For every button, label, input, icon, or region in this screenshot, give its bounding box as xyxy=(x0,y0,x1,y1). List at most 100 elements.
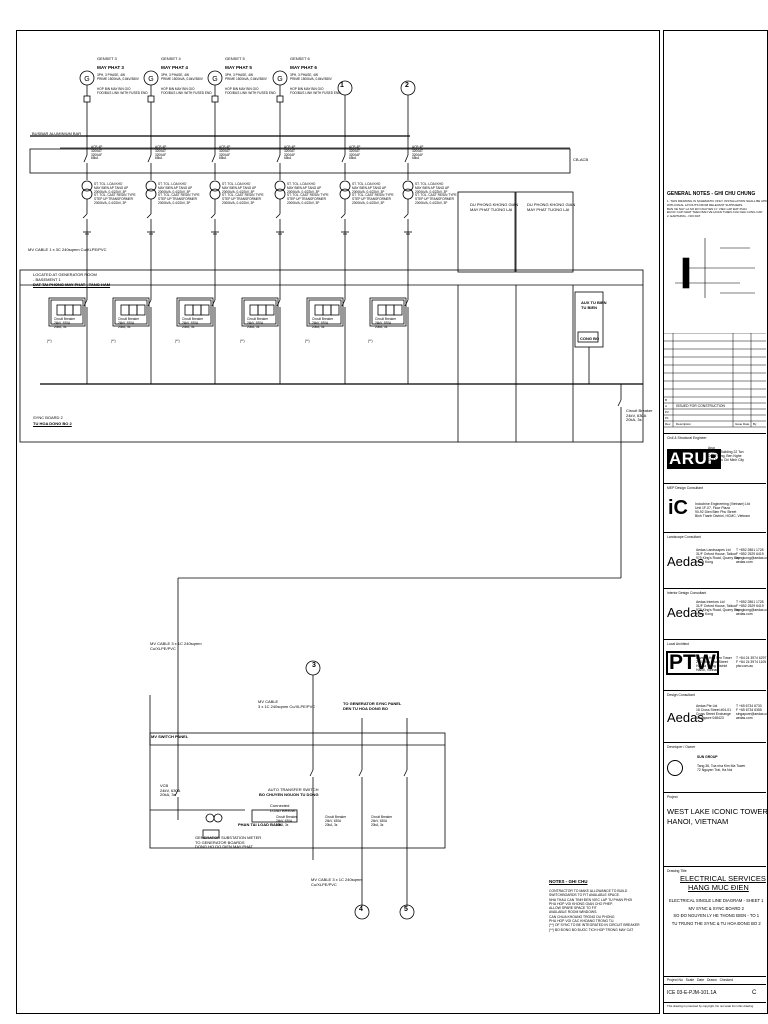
genset-hop: HOP BIN MAY BIN GIO FOO/BUS LINK WITH FU… xyxy=(161,87,212,95)
divider-11 xyxy=(664,984,766,985)
revision-header-by: By xyxy=(753,422,757,426)
transformer-rating: ST. TOL. LOAI KHO MAY BIEN AP TANG AP 20… xyxy=(222,182,264,205)
generator-symbol: G xyxy=(212,76,217,83)
genset-name: MAY PHAT 6 xyxy=(290,65,317,70)
transformer-rating: ST. TOL. LOAI KHO MAY BIEN AP TANG AP 20… xyxy=(287,182,329,205)
aux-box-inner: CONG BO xyxy=(580,336,600,341)
ptw-address: Level 5, Hoa Sen Tower 203 Minh Khai Str… xyxy=(696,656,732,672)
aedas-contact-1: T +852 2861 1728 F +852 2529 6419 hongko… xyxy=(736,548,768,564)
bubble-1: 1 xyxy=(340,82,344,89)
revision-row-id: P1 xyxy=(665,416,669,420)
revision-header-rev: Rev xyxy=(665,422,671,426)
genset-spec: 3PH, 3 PHASE, 4W PRIME 1500kVA, 0.8kV/38… xyxy=(97,73,139,81)
sync-board-label-vi: TU HOA DONG BO 2 xyxy=(33,421,72,426)
divider-2 xyxy=(664,483,766,484)
bubble-3: 3 xyxy=(312,662,316,669)
interior-label: Interior Design Consultant xyxy=(667,591,707,595)
divider-9 xyxy=(664,866,766,867)
divider-1 xyxy=(664,433,766,434)
drawing-title-2: HANG MUC ĐIEN xyxy=(688,883,749,892)
transformer-rating: ST. TOL. LOAI KHO MAY BIEN AP TANG AP 20… xyxy=(415,182,457,205)
divider-4 xyxy=(664,588,766,589)
cb-unit-rating: Circuit Breaker 24kV, 630A 20kA, 3s xyxy=(375,317,397,329)
cb-unit-star: (**) xyxy=(368,339,373,343)
drawing-footer: This drawing is protected by copyright. … xyxy=(667,1004,754,1008)
genset-hop: HOP BIN MAY BIN GIO FOO/BUS LINK WITH FU… xyxy=(225,87,276,95)
landscape-label: Landscape Consultant xyxy=(667,535,701,539)
drawing-meta: Project No Scale Date Drawn Checked xyxy=(667,978,733,982)
generator-symbol: G xyxy=(84,76,89,83)
sun-address: Tang 36, Toa nha Kim Ma Tower 72 Nguyen … xyxy=(697,764,746,772)
genset-tag: GENSET 6 xyxy=(290,56,310,61)
cb-unit-star: (**) xyxy=(240,339,245,343)
genset-name: MAY PHAT 4 xyxy=(161,65,188,70)
breaker-rating: ACB 4P 3200AT 3200AF 65kA xyxy=(91,145,103,161)
genset-hop: HOP BIN MAY BIN GIO FOO/BUS LINK WITH FU… xyxy=(290,87,341,95)
lower-cb-rating: Circuit Breaker 24kV, 630A 20kA, 3s xyxy=(325,815,347,827)
cb-unit-star: (**) xyxy=(305,339,310,343)
spare-space-1: DU PHONG KHONG GIAN MAY PHAT TUONG LAI xyxy=(470,202,519,212)
divider-12 xyxy=(664,1002,766,1003)
transformer-rating: ST. TOL. LOAI KHO MAY BIEN AP TANG AP 20… xyxy=(94,182,136,205)
revision-row-id: A xyxy=(665,404,668,408)
lower-cb-rating: Circuit Breaker 24kV, 630A 20kA, 3s xyxy=(276,815,298,827)
cb-ar-label: CB-ACB xyxy=(573,157,589,162)
transformer-rating: ST. TOL. LOAI KHO MAY BIEN AP TANG AP 20… xyxy=(352,182,394,205)
genset-tag: GENSET 5 xyxy=(225,56,245,61)
local-label: Local Architect xyxy=(667,642,690,646)
drawing-title-1: ELECTRICAL SERVICES xyxy=(680,874,766,883)
genset-hop: HOP BIN MAY BIN GIO FOO/BUS LINK WITH FU… xyxy=(97,87,148,95)
genset-name: MAY PHAT 3 xyxy=(97,65,124,70)
arup-label: Civil & Structural Engineer xyxy=(667,436,707,440)
ats-label: AUTO TRANSFER SWITCH xyxy=(268,787,319,792)
general-notes-body: 1. THIS DRAWING IS SCHEMATIC ONLY. INSTA… xyxy=(667,199,768,219)
cb-unit-star: (**) xyxy=(111,339,116,343)
divider-10 xyxy=(664,976,766,977)
bubble-2: 2 xyxy=(405,82,409,89)
spare-space-2: DU PHONG KHONG GIAN MAY PHAT TUONG LAI xyxy=(527,202,576,212)
busbar-label: BUSBAR ALUMINIUM BAR xyxy=(32,131,82,136)
located-label-vi: DAT TAI PHONG MAY PHAT - TANG HAM xyxy=(33,282,111,287)
project-label: Project xyxy=(667,795,678,799)
drawing-number: ICE 03-E-PJM-101.1A xyxy=(667,990,717,996)
ats-label-vi: BO CHUYEN NGUON TU DONG xyxy=(259,792,319,797)
breaker-rating: ACB 4P 3200AT 3200AF 65kA xyxy=(284,145,296,161)
aedas-address-3: Aedas Pte Ltd 18 Cross Street #04-01 Cro… xyxy=(696,704,732,720)
mv-cable-mid2-label: MV CABLE 3 x 1C 240sqmm Cu/XLPE/PVC xyxy=(258,699,316,709)
cb-unit-rating: Circuit Breaker 24kV, 630A 20kA, 3s xyxy=(247,317,269,329)
revision-header-desc: Description xyxy=(676,422,692,426)
sync-board-label: SYNC BOARD 2 xyxy=(33,415,63,420)
ic-address: Indochine Engineering (Vietnam) Ltd Unit… xyxy=(695,502,750,518)
bubble-4: 4 xyxy=(359,906,363,913)
drawing-rev: C xyxy=(752,990,757,996)
aux-box-title: AUX TU BIEN TU BIEN xyxy=(581,300,607,310)
notes-title: NOTES - GHI CHU xyxy=(549,879,588,884)
design-label: Design Consultant xyxy=(667,693,695,697)
revision-header-date: Issue Date xyxy=(735,422,750,426)
arup-logo: ARUP xyxy=(667,449,722,469)
aedas-logo-2: Aedas xyxy=(667,605,704,620)
general-notes-title: GENERAL NOTES - GHI CHU CHUNG xyxy=(667,191,756,197)
divider-6 xyxy=(664,690,766,691)
aedas-contact-2: T +852 2861 1728 F +852 2529 6419 hongko… xyxy=(736,600,768,616)
project-name-1: WEST LAKE ICONIC TOWER xyxy=(667,807,768,816)
revision-issued: ISSUED FOR CONSTRUCTION xyxy=(676,404,725,408)
drawing-subtitle: ELECTRICAL SINGLE LINE DIAGRAM - SHEET 1… xyxy=(669,898,764,926)
breaker-rating: ACB 4P 3200AT 3200AF 65kA xyxy=(412,145,424,161)
arup-address: Arup 6F, Bao Building 22 Ton Duc Thang, … xyxy=(708,446,744,466)
cb-unit-rating: Circuit Breaker 24kV, 630A 20kA, 3s xyxy=(118,317,140,329)
breaker-rating: ACB 4P 3200AT 3200AF 65kA xyxy=(155,145,167,161)
genset-spec: 3PH, 3 PHASE, 4W PRIME 1500kVA, 0.8kV/38… xyxy=(290,73,332,81)
earthing-detail xyxy=(675,238,755,298)
mv-cable-top-label: MV CABLE 1 x 3C 240sqmm Cu/XLPE/PVC xyxy=(28,247,107,252)
aedas-address-1: Aedas Landscapes Ltd 31/F Oxford House, … xyxy=(696,548,740,564)
project-name-2: HANOI, VIETNAM xyxy=(667,817,729,826)
revision-row-id: P2 xyxy=(665,410,669,414)
ic-logo: iC xyxy=(668,497,688,519)
aedas-address-2: Aedas Interiors Ltd 31/F Oxford House, T… xyxy=(696,600,740,616)
cb-unit-rating: Circuit Breaker 24kV, 630A 20kA, 3s xyxy=(54,317,76,329)
cb-unit-rating: Circuit Breaker 24kV, 630A 20kA, 3s xyxy=(312,317,334,329)
generator-symbol: G xyxy=(277,76,282,83)
genset-spec: 3PH, 3 PHASE, 4W PRIME 1500kVA, 0.8kV/38… xyxy=(161,73,203,81)
